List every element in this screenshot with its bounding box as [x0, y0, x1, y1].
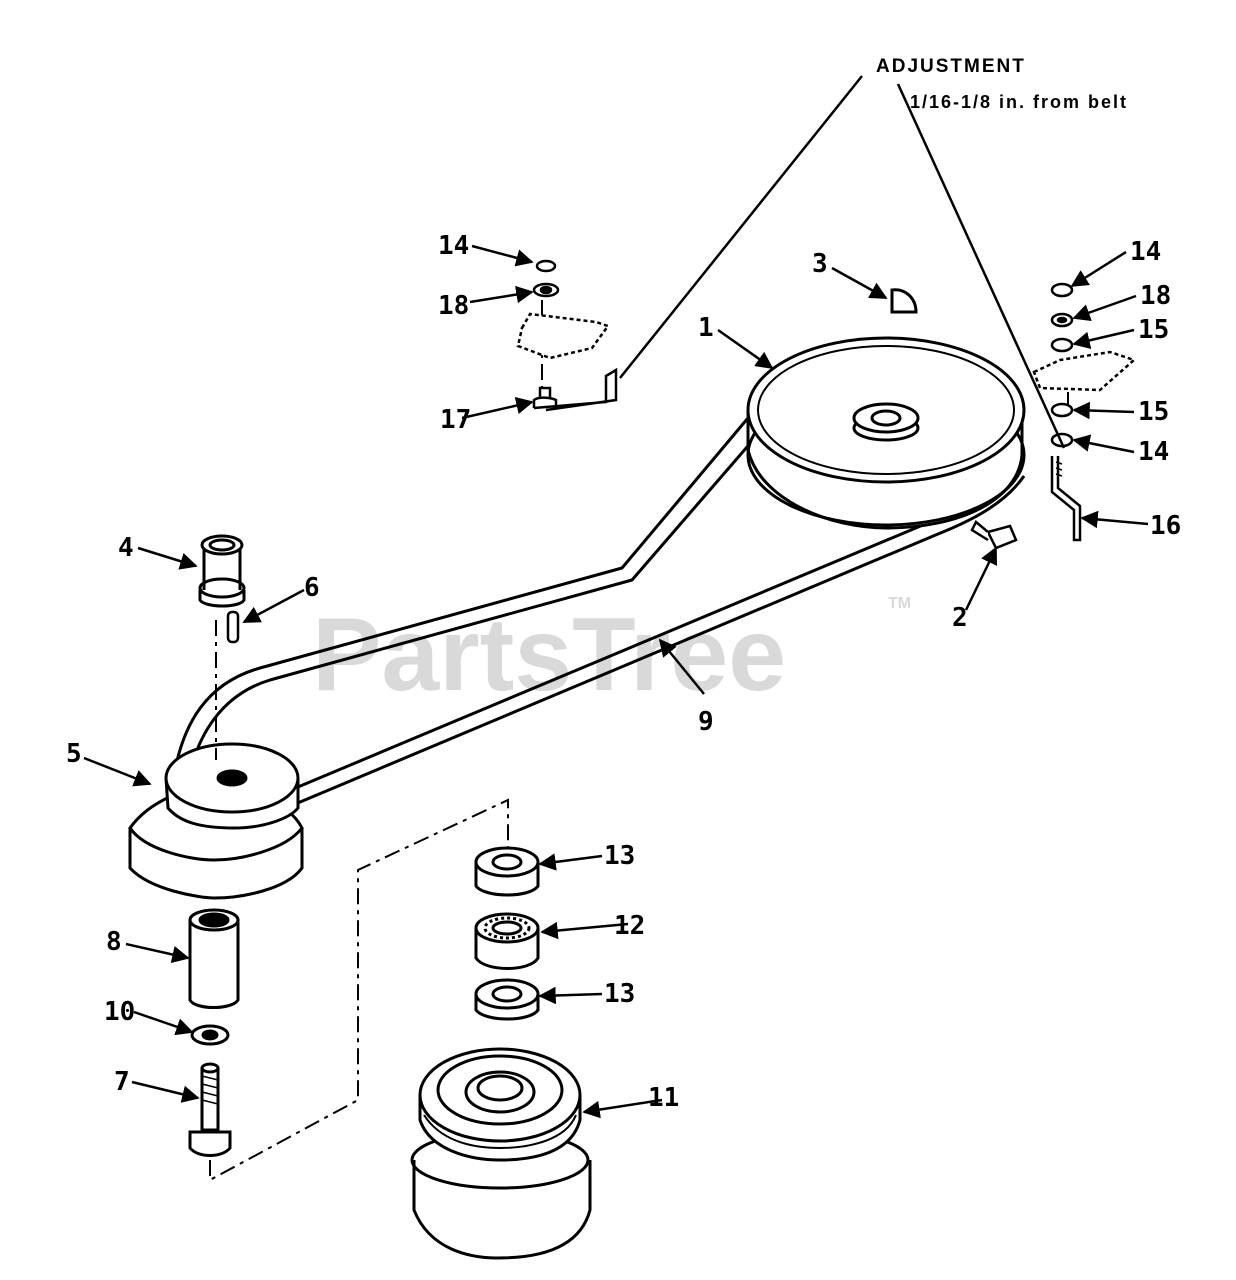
bearing-spacer-top — [474, 846, 540, 897]
watermark-tm: TM — [888, 595, 911, 612]
callout-15-bottom: 15 — [1138, 397, 1169, 427]
callout-3: 3 — [812, 249, 828, 279]
callout-15-top: 15 — [1138, 315, 1169, 345]
callout-6: 6 — [304, 573, 320, 603]
adjustment-note: ADJUSTMENT 1/16-1/8 in. from belt — [876, 56, 1128, 112]
callout-18-right: 18 — [1140, 281, 1171, 311]
callout-9: 9 — [698, 707, 714, 737]
callout-5: 5 — [66, 739, 82, 769]
ball-bearing — [474, 912, 540, 970]
bearing-spacer-bottom — [474, 978, 540, 1021]
bolt-part-7 — [188, 1062, 232, 1157]
callout-14-right-bottom: 14 — [1138, 437, 1169, 467]
callout-4: 4 — [118, 533, 134, 563]
callout-17: 17 — [440, 405, 471, 435]
callout-13-bottom: 13 — [604, 979, 635, 1009]
watermark-text: PartsTree — [312, 597, 786, 713]
large-pulley — [746, 336, 1026, 530]
adjustment-detail: 1/16-1/8 in. from belt — [910, 92, 1128, 112]
bushing-part-4 — [198, 534, 246, 608]
callout-11: 11 — [648, 1083, 679, 1113]
callout-1: 1 — [698, 313, 714, 343]
key-part — [890, 288, 918, 314]
adjustment-leaders — [619, 75, 1066, 449]
idler-pulley — [410, 1047, 592, 1260]
callout-12: 12 — [614, 911, 645, 941]
callout-14-right-top: 14 — [1130, 237, 1161, 267]
callout-14-left: 14 — [438, 231, 469, 261]
adjustment-title: ADJUSTMENT — [876, 56, 1026, 77]
callout-16: 16 — [1150, 511, 1181, 541]
callout-labels: 1 2 3 4 5 6 7 8 9 10 11 12 13 13 14 14 1… — [66, 231, 1181, 1113]
spacer-part-8 — [188, 908, 240, 1009]
left-bracket-assembly — [516, 259, 618, 412]
callout-arrows — [83, 244, 1149, 1119]
washer-part-10 — [190, 1024, 230, 1046]
callout-18-left: 18 — [438, 291, 469, 321]
spindle-pulley — [128, 742, 304, 900]
callout-13-top: 13 — [604, 841, 635, 871]
callout-10: 10 — [104, 997, 135, 1027]
bolt-part-2 — [970, 520, 1018, 550]
pin-part-6 — [226, 610, 240, 644]
callout-2: 2 — [952, 603, 968, 633]
right-bracket-assembly — [1032, 282, 1137, 542]
callout-8: 8 — [106, 927, 122, 957]
callout-7: 7 — [114, 1067, 130, 1097]
